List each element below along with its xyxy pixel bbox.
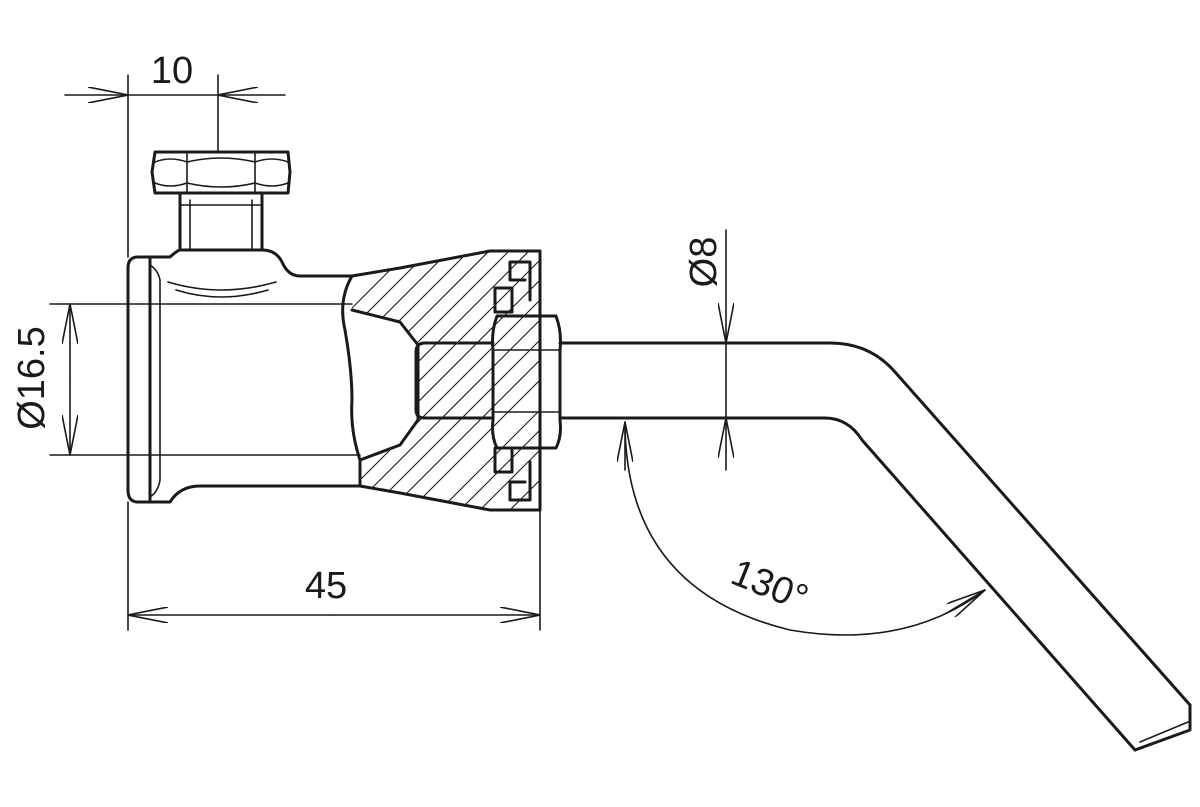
dimension-overall-length: 45 [127,501,541,631]
dimension-label-bore: Ø16.5 [11,326,53,430]
dimension-label-10: 10 [151,50,193,92]
valve-stem [178,191,264,252]
bent-tube [558,341,1192,752]
retaining-nut [414,260,562,502]
dimension-label-45: 45 [305,565,347,607]
dimension-tube-diameter: Ø8 [683,229,726,471]
dimension-label-angle: 130° [725,552,814,620]
cap-nut [150,150,292,195]
valve-body [126,248,542,512]
dimension-top-width: 10 [64,50,286,258]
dimension-bore-diameter: Ø16.5 [11,303,161,456]
dimension-label-tube: Ø8 [683,237,725,288]
dimension-bend-angle: 130° [625,421,986,636]
